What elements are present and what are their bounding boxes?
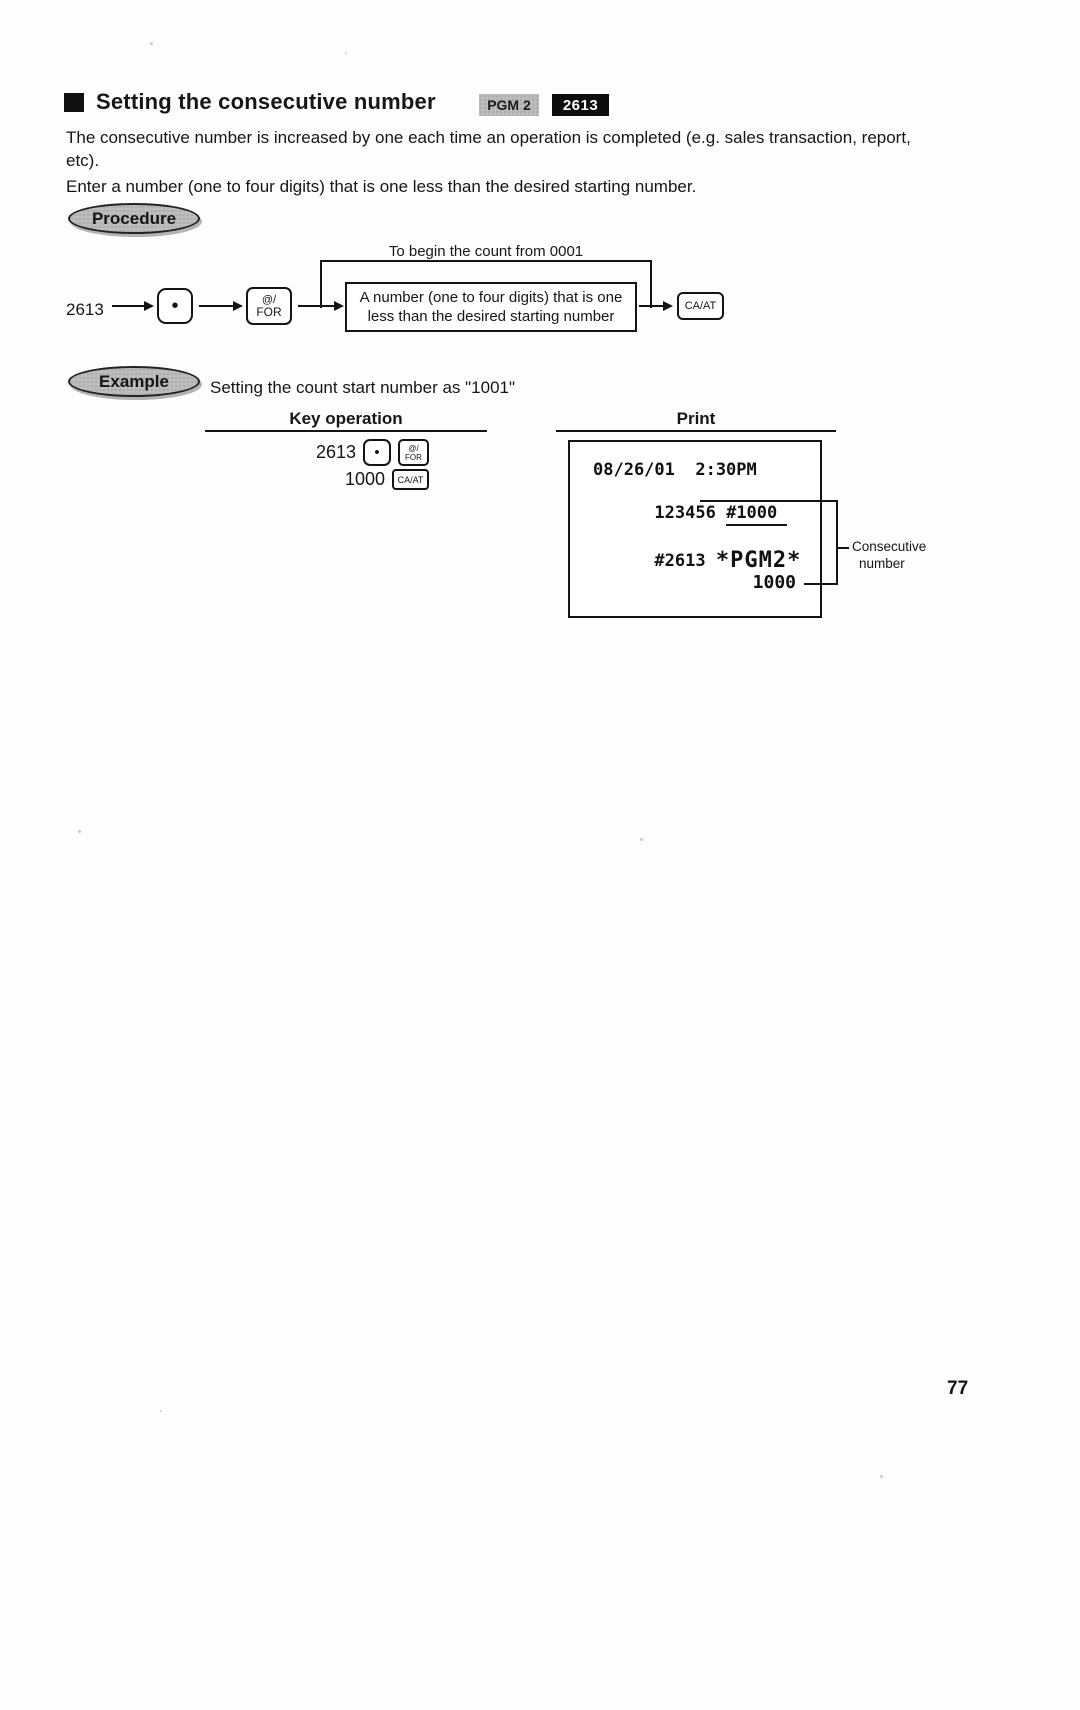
example-description: Setting the count start number as "1001"	[210, 378, 516, 397]
at-for-key-small-bottom: FOR	[405, 452, 422, 462]
caat-key-small: CA/AT	[392, 469, 429, 490]
scan-speck	[880, 1475, 883, 1478]
consecutive-number-label-line1: Consecutive	[852, 539, 927, 554]
key-operation-header: Key operation	[289, 409, 403, 428]
caat-key-small-label: CA/AT	[397, 474, 424, 485]
receipt-counter-line: 123456 #1000	[593, 483, 788, 543]
dot-key-small: •	[363, 439, 391, 466]
receipt-set-value: 1000	[752, 572, 796, 593]
print-header: Print	[676, 409, 716, 428]
key-op-value-2: 1000	[344, 469, 385, 489]
flow-arrow-1-line	[112, 305, 148, 307]
scan-speck	[150, 42, 153, 45]
key-operation-underline	[205, 430, 487, 432]
dot-key-label: •	[171, 295, 179, 317]
flow-arrow-4-head	[663, 301, 673, 311]
mode-badge-pgm2: PGM 2	[479, 94, 539, 116]
callout-line-bottom	[804, 583, 838, 585]
key-operation-row-2: 1000 CA/AT	[205, 469, 429, 490]
heading-square-bullet	[64, 93, 84, 112]
at-for-key-top: @/	[261, 293, 277, 306]
bypass-line-right	[650, 260, 652, 308]
receipt-pgm-line: #2613 *PGM2*	[593, 528, 801, 593]
caat-key-label: CA/AT	[684, 300, 717, 312]
flow-number-box-line2: less than the desired starting number	[367, 308, 615, 325]
flow-arrow-2-line	[199, 305, 237, 307]
callout-dash	[838, 547, 849, 549]
page-title: Setting the consecutive number	[96, 89, 436, 114]
code-badge-2613: 2613	[552, 94, 609, 116]
flow-start-value: 2613	[66, 300, 104, 319]
page-number: 77	[947, 1378, 969, 1399]
flow-arrow-1-head	[144, 301, 154, 311]
receipt-counter-prefix: 123456	[654, 503, 727, 523]
print-receipt: 08/26/01 2:30PM 123456 #1000 #2613 *PGM2…	[568, 440, 822, 618]
caat-key: CA/AT	[677, 292, 724, 320]
flow-arrow-2-head	[233, 301, 243, 311]
receipt-consecutive-underlined: #1000	[726, 503, 788, 526]
key-operation-row-1: 2613 • @/ FOR	[205, 439, 429, 466]
scan-speck	[78, 830, 81, 833]
print-underline	[556, 430, 836, 432]
flow-number-box-line1: A number (one to four digits) that is on…	[359, 289, 623, 306]
callout-line-vertical	[836, 500, 838, 585]
at-for-key-bottom: FOR	[256, 304, 282, 319]
dot-key-small-label: •	[374, 444, 380, 461]
at-for-key-small: @/ FOR	[398, 439, 429, 466]
consecutive-number-label-line2: number	[859, 556, 905, 571]
bypass-line-left	[320, 260, 322, 308]
consecutive-number-label: Consecutive number	[852, 538, 926, 572]
bypass-label: To begin the count from 0001	[388, 243, 584, 260]
flow-arrow-4-line	[639, 305, 667, 307]
receipt-datetime: 08/26/01 2:30PM	[593, 460, 757, 480]
flow-arrow-3-line	[298, 305, 338, 307]
example-label: Example	[68, 366, 200, 397]
intro-line-1: The consecutive number is increased by o…	[66, 128, 911, 147]
intro-line-2: etc).	[66, 151, 100, 170]
callout-line-top	[700, 500, 838, 502]
at-for-key: @/ FOR	[246, 287, 292, 325]
bypass-line-top	[320, 260, 652, 262]
procedure-label: Procedure	[68, 203, 200, 234]
receipt-pgm-big: *PGM2*	[715, 548, 802, 573]
scan-speck	[160, 1410, 162, 1412]
receipt-pgm-prefix: #2613	[654, 551, 716, 571]
intro-line-3: Enter a number (one to four digits) that…	[66, 177, 697, 196]
key-op-value-1: 2613	[315, 442, 356, 462]
flow-arrow-3-head	[334, 301, 344, 311]
scan-speck	[640, 838, 643, 841]
scan-speck	[345, 52, 347, 54]
dot-key: •	[157, 288, 193, 324]
at-for-key-small-top: @/	[408, 443, 419, 453]
flow-number-box: A number (one to four digits) that is on…	[345, 282, 637, 332]
